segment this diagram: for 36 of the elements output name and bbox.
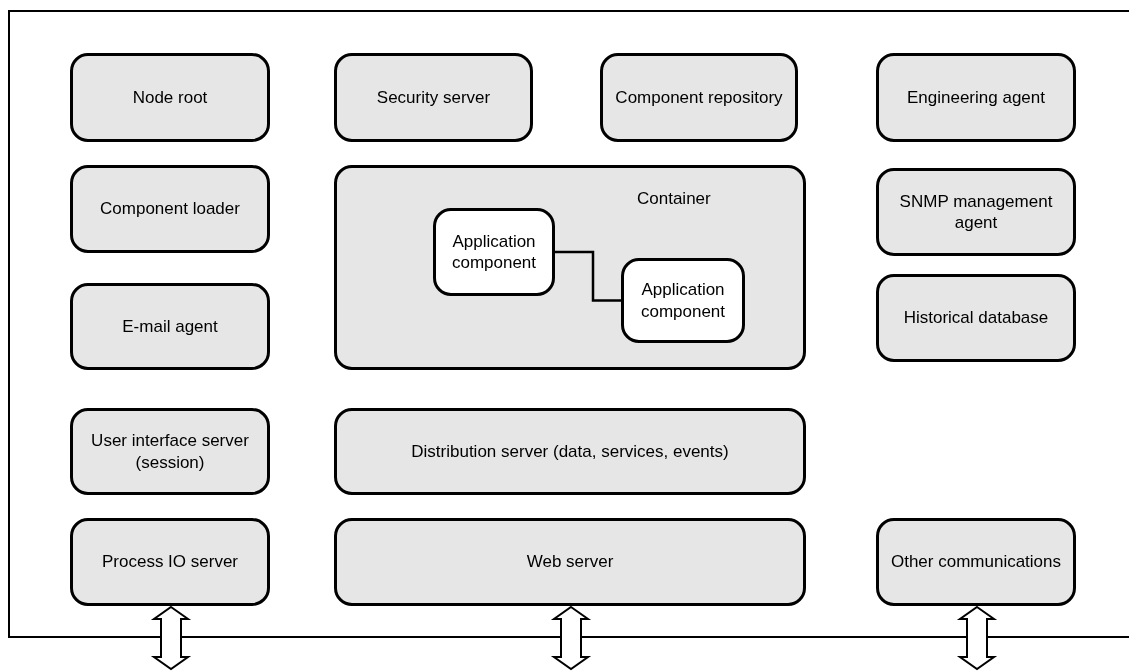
component-box bbox=[876, 168, 1076, 256]
component-box bbox=[70, 408, 270, 495]
component-box bbox=[70, 283, 270, 370]
component-box bbox=[334, 53, 533, 142]
box-label: Component loader bbox=[99, 198, 241, 220]
box-label: Other communications bbox=[889, 551, 1063, 573]
box-label: Component repository bbox=[614, 86, 784, 109]
component-box bbox=[334, 408, 806, 495]
box-label: Process IO server bbox=[100, 551, 239, 573]
box-label: E-mail agent bbox=[121, 315, 219, 338]
component-box bbox=[876, 274, 1076, 362]
box-label: Security server bbox=[375, 86, 492, 109]
container-box bbox=[334, 165, 806, 370]
box-label: Application component bbox=[450, 230, 538, 274]
component-box bbox=[876, 518, 1076, 606]
box-label: Historical database bbox=[902, 307, 1050, 329]
box-label: Distribution server (data, services, events) bbox=[410, 440, 730, 463]
component-box bbox=[876, 53, 1076, 142]
double-arrow bbox=[150, 605, 192, 671]
component-box bbox=[621, 258, 745, 343]
component-box bbox=[334, 518, 806, 606]
component-box bbox=[600, 53, 798, 142]
container-label: Container bbox=[637, 188, 711, 210]
component-box bbox=[70, 518, 270, 606]
component-box bbox=[70, 53, 270, 142]
box-label: User interface server (session) bbox=[90, 430, 250, 473]
double-arrow bbox=[956, 605, 998, 671]
connector-line bbox=[555, 250, 621, 302]
box-label: Web server bbox=[525, 551, 615, 573]
component-box bbox=[70, 165, 270, 253]
box-label: Application component bbox=[639, 279, 727, 322]
double-arrow bbox=[550, 605, 592, 671]
box-label: SNMP management agent bbox=[898, 190, 1054, 234]
box-label: Node root bbox=[131, 86, 209, 109]
box-label: Engineering agent bbox=[906, 86, 1046, 109]
component-box bbox=[433, 208, 555, 296]
